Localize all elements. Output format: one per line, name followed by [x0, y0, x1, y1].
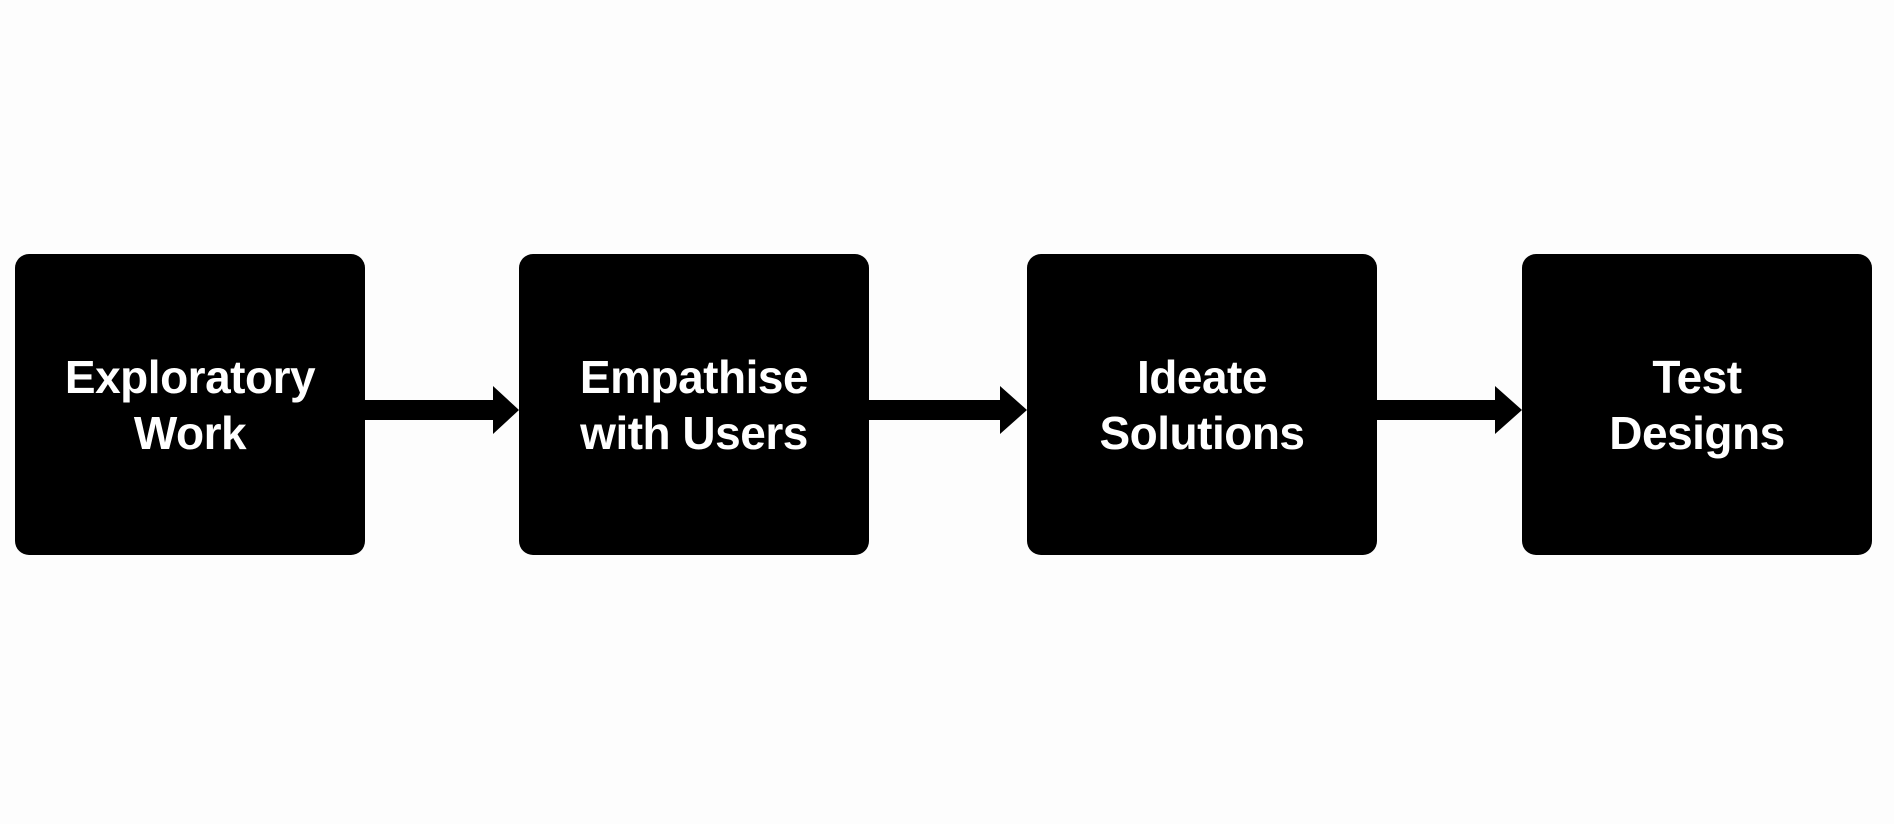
step-ideate-solutions: Ideate Solutions	[1027, 254, 1377, 555]
step-label: Empathise with Users	[579, 350, 809, 459]
step-empathise-with-users: Empathise with Users	[519, 254, 869, 555]
step-test-designs: Test Designs	[1522, 254, 1872, 555]
arrow-right-icon	[1377, 386, 1522, 434]
arrow-right-icon	[869, 386, 1027, 434]
step-exploratory-work: Exploratory Work	[15, 254, 365, 555]
step-label: Ideate Solutions	[1099, 350, 1305, 459]
arrow-right-icon	[365, 386, 519, 434]
step-label: Exploratory Work	[64, 350, 316, 459]
step-label: Test Designs	[1609, 350, 1785, 459]
